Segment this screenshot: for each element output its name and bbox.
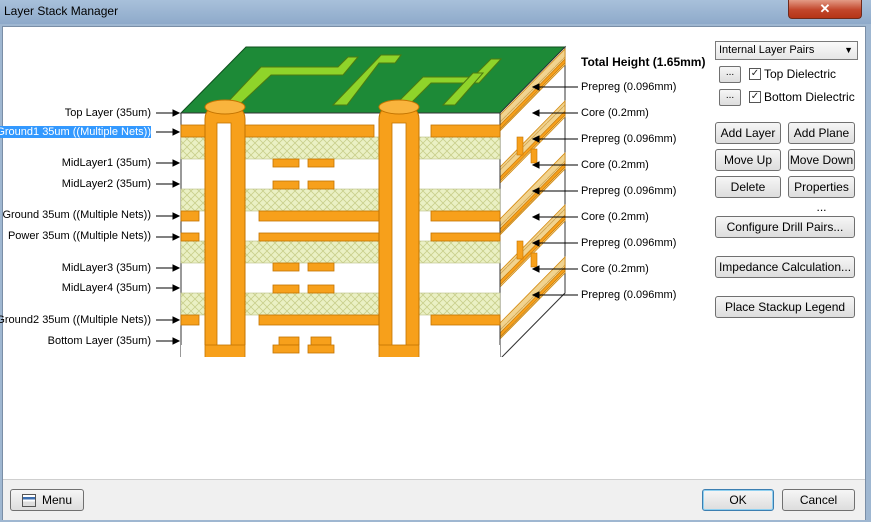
stack-3d-drawing[interactable] — [3, 27, 583, 357]
layer-label-power[interactable]: Power 35um ((Multiple Nets)) — [7, 230, 151, 242]
window-title: Layer Stack Manager — [4, 4, 119, 18]
top-dielectric-settings-button[interactable]: ... — [719, 66, 741, 83]
place-stackup-legend-button[interactable]: Place Stackup Legend — [715, 296, 855, 318]
move-down-button[interactable]: Move Down — [788, 149, 855, 171]
layer-label-midlayer1[interactable]: MidLayer1 (35um) — [61, 157, 151, 169]
dielectric-label[interactable]: Core (0.2mm) — [581, 211, 649, 223]
close-button[interactable]: ✕ — [788, 0, 862, 19]
properties-button[interactable]: Properties ... — [788, 176, 855, 214]
top-dielectric-checkbox[interactable]: ✓ — [749, 68, 761, 80]
bottom-dielectric-checkbox[interactable]: ✓ — [749, 91, 761, 103]
layer-label-ground[interactable]: Ground 35um ((Multiple Nets)) — [2, 209, 151, 221]
chevron-down-icon: ▼ — [844, 45, 853, 55]
stack-canvas[interactable]: Top Layer (35um) Ground1 35um ((Multiple… — [0, 27, 865, 479]
dialog-client: Top Layer (35um) Ground1 35um ((Multiple… — [0, 26, 866, 520]
dielectric-label[interactable]: Prepreg (0.096mm) — [581, 289, 677, 301]
impedance-calculation-button[interactable]: Impedance Calculation... — [715, 256, 855, 278]
delete-button[interactable]: Delete — [715, 176, 781, 198]
total-height-label: Total Height (1.65mm) — [581, 55, 706, 69]
layer-label-ground1-selected[interactable]: Ground1 35um ((Multiple Nets)) — [0, 126, 151, 138]
top-trace — [393, 58, 503, 106]
dielectric-label[interactable]: Core (0.2mm) — [581, 107, 649, 119]
dialog-footer: Menu OK Cancel — [3, 479, 865, 520]
dielectric-label[interactable]: Prepreg (0.096mm) — [581, 81, 677, 93]
layer-label-top[interactable]: Top Layer (35um) — [64, 107, 151, 119]
dielectric-label[interactable]: Prepreg (0.096mm) — [581, 133, 677, 145]
layer-label-bottom[interactable]: Bottom Layer (35um) — [47, 335, 151, 347]
dielectric-label[interactable]: Prepreg (0.096mm) — [581, 185, 677, 197]
move-up-button[interactable]: Move Up — [715, 149, 781, 171]
close-icon: ✕ — [819, 1, 831, 16]
layer-arrows — [156, 109, 181, 345]
bottom-copper — [204, 344, 420, 357]
configure-drill-pairs-button[interactable]: Configure Drill Pairs... — [715, 216, 855, 238]
via-right — [378, 99, 420, 357]
layer-label-midlayer3[interactable]: MidLayer3 (35um) — [61, 262, 151, 274]
menu-icon — [21, 494, 36, 508]
title-bar[interactable]: Layer Stack Manager ✕ — [0, 0, 871, 24]
layer-label-midlayer2[interactable]: MidLayer2 (35um) — [61, 178, 151, 190]
bottom-dielectric-label: Bottom Dielectric — [764, 90, 855, 104]
add-layer-button[interactable]: Add Layer — [715, 122, 781, 144]
copper-layers — [180, 124, 501, 346]
top-trace — [331, 54, 402, 106]
menu-button-label: Menu — [41, 493, 73, 507]
dielectric-label[interactable]: Core (0.2mm) — [581, 263, 649, 275]
bottom-dielectric-settings-button[interactable]: ... — [719, 89, 741, 106]
dielectric-label[interactable]: Core (0.2mm) — [581, 159, 649, 171]
via-left — [204, 99, 246, 357]
dielectric-arrows — [531, 83, 578, 299]
layer-label-ground2[interactable]: Ground2 35um ((Multiple Nets)) — [0, 314, 151, 326]
ok-button[interactable]: OK — [702, 489, 774, 511]
view-mode-value: Internal Layer Pairs — [719, 44, 815, 56]
menu-button[interactable]: Menu — [10, 489, 84, 511]
cancel-button[interactable]: Cancel — [782, 489, 855, 511]
top-trace — [441, 72, 485, 106]
add-plane-button[interactable]: Add Plane — [788, 122, 855, 144]
top-dielectric-label: Top Dielectric — [764, 67, 837, 81]
layer-label-midlayer4[interactable]: MidLayer4 (35um) — [61, 282, 151, 294]
dielectric-label[interactable]: Prepreg (0.096mm) — [581, 237, 677, 249]
top-trace — [223, 56, 360, 106]
prepreg-bands — [180, 136, 501, 316]
right-side-copper — [499, 58, 566, 338]
view-mode-dropdown[interactable]: Internal Layer Pairs ▼ — [715, 41, 858, 60]
